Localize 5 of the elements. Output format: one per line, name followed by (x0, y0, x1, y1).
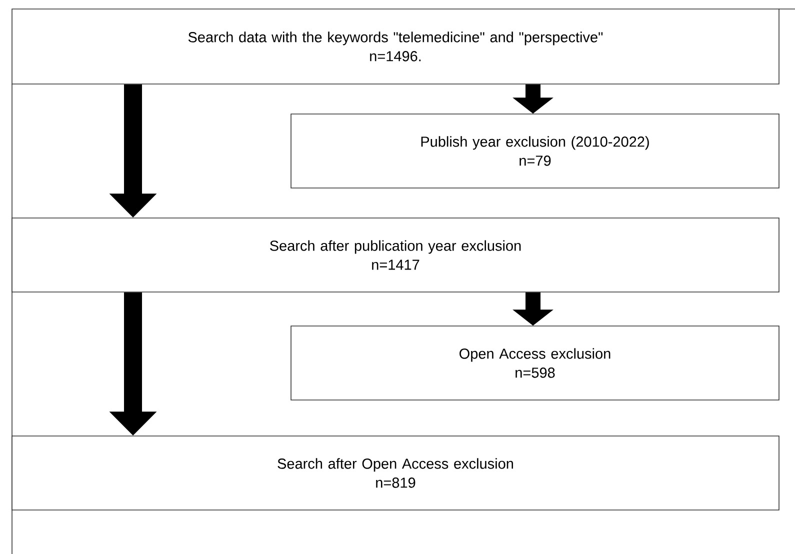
process-box: Search after Open Access exclusion n=819 (12, 436, 780, 510)
process-box: Search data with the keywords "telemedicine" and "perspective" n=1496. (12, 8, 780, 84)
process-box: Open Access exclusion n=598 (290, 326, 780, 400)
process-box: Search after publication year exclusion n=1417 (12, 218, 780, 292)
process-box: Publish year exclusion (2010-2022) n=79 (290, 114, 780, 188)
